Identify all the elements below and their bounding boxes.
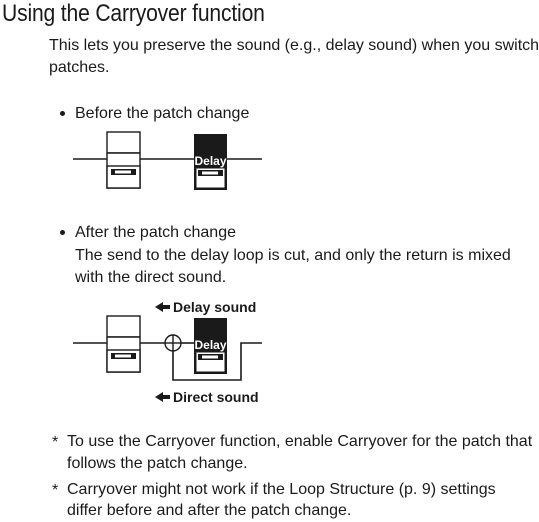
note-2-mark: * [52,482,59,499]
after-desc-line-2: with the direct sound. [75,269,227,286]
page-title: Using the Carryover function [2,0,265,27]
note-1-line-1: To use the Carryover function, enable Ca… [67,433,533,450]
note-1-line-2: follows the patch change. [67,455,248,472]
bullet-before-label: Before the patch change [75,105,250,122]
note-1-mark: * [52,434,59,451]
pedal-delay-before [194,134,227,190]
arrow-left-icon [155,302,163,312]
after-desc-line-1: The send to the delay loop is cut, and o… [75,247,511,264]
pedal-white-after [106,315,141,373]
mix-node-icon [164,334,182,352]
arrow-left-icon [155,392,163,402]
diagram-after: Delay sound Delay [0,296,539,411]
intro-line-2: patches. [49,59,110,76]
delay-pedal-label-after: Delay [194,338,226,352]
bullet-dot-before [60,111,65,116]
delay-pedal-label-before: Delay [194,154,226,168]
bullet-dot-after [60,230,65,235]
pedal-delay-after [194,318,227,374]
intro-line-1: This lets you preserve the sound (e.g., … [49,37,539,54]
delay-sound-label: Delay sound [173,299,256,315]
direct-sound-label: Direct sound [173,389,259,405]
note-2-line-2: differ before and after the patch change… [67,502,352,519]
bullet-after-label: After the patch change [75,224,236,241]
note-2-line-1: Carryover might not work if the Loop Str… [67,481,496,498]
diagram-before: Delay [0,128,539,198]
pedal-white-before [106,131,141,189]
